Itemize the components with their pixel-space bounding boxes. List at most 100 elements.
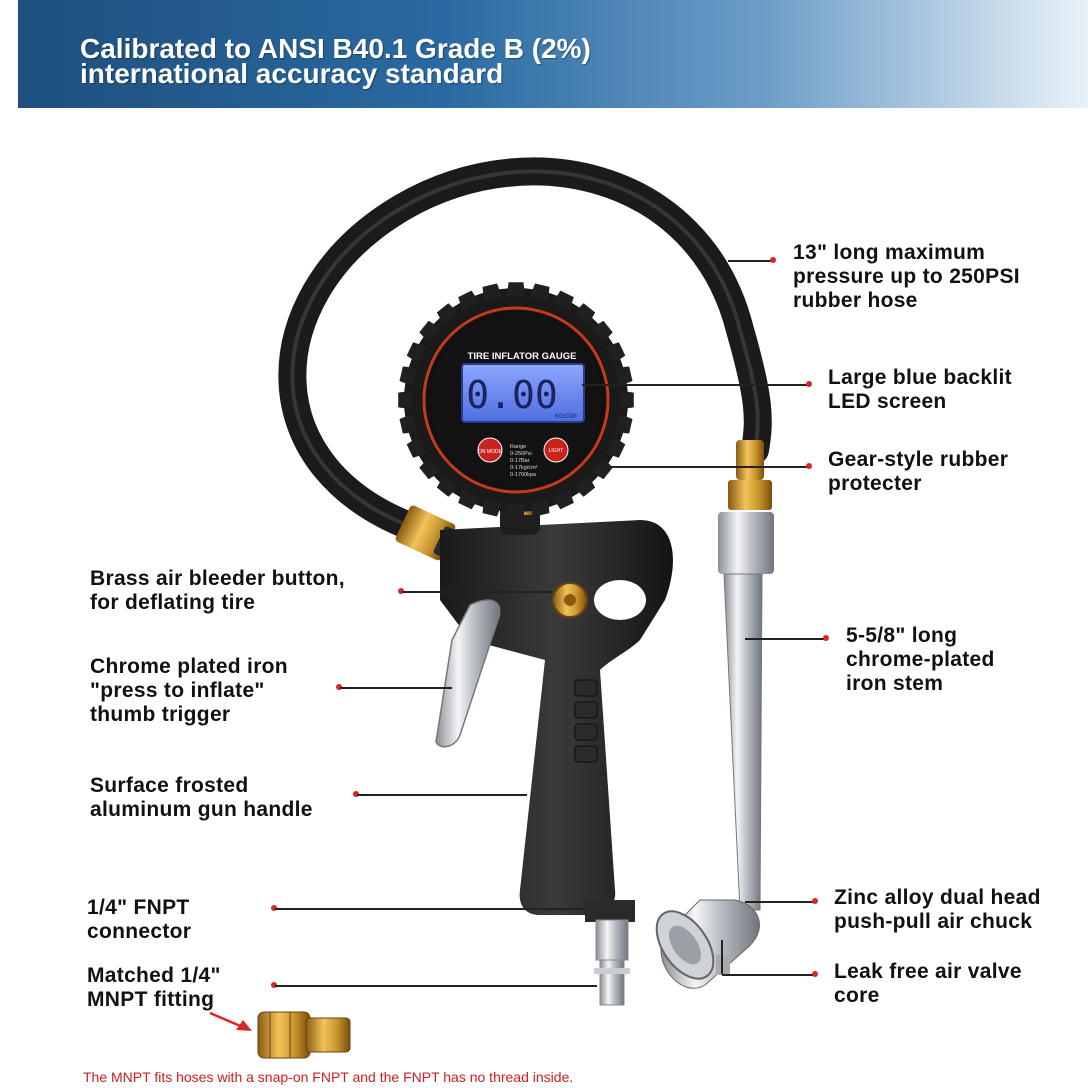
callout-fnpt-line-1: 1/4" FNPT	[87, 896, 190, 919]
gear-tooth	[406, 342, 427, 364]
gear-tooth	[506, 503, 526, 518]
callout-chuck-line-1: Zinc alloy dual head	[834, 886, 1041, 909]
callout-screen-line-1: Large blue backlit	[828, 366, 1012, 389]
gear-tooth	[591, 320, 613, 343]
light-label: LIGHT	[549, 448, 564, 454]
callout-handle-line-2: aluminum gun handle	[90, 798, 313, 821]
gear-tooth	[614, 366, 633, 387]
range-line: 0-250Psi	[510, 451, 532, 457]
leader-screen	[582, 384, 810, 386]
callout-bleeder-line-2: for deflating tire	[90, 591, 256, 614]
dot-handle	[353, 791, 359, 797]
leader-trigger	[340, 687, 452, 689]
gear-tooth	[399, 413, 418, 434]
gear-tooth	[458, 489, 480, 510]
dot-trigger	[336, 684, 342, 690]
gauge-title: TIRE INFLATOR GAUGE	[468, 351, 577, 362]
callout-hose: 13" long maximum pressure up to 250PSI r…	[793, 241, 1020, 313]
callout-valve-line-1: Leak free air valve	[834, 960, 1022, 983]
gear-tooth	[398, 390, 413, 410]
fnpt-connector	[585, 900, 635, 1006]
gear-tooth	[482, 498, 503, 517]
callout-valve: Leak free air valve core	[834, 960, 1022, 1008]
callout-protector-line-2: protecter	[828, 472, 922, 495]
callout-protector-line-1: Gear-style rubber	[828, 448, 1009, 471]
callout-screen: Large blue backlit LED screen	[828, 366, 1012, 414]
gear-tooth	[529, 283, 550, 302]
callout-bleeder-line-1: Brass air bleeder button,	[90, 567, 345, 590]
gear-tooth	[419, 320, 441, 343]
callout-stem-line-3: iron stem	[846, 672, 944, 695]
air-chuck	[655, 899, 760, 989]
stem-assembly	[718, 440, 774, 911]
callout-hose-line-2: pressure up to 250PSI	[793, 265, 1020, 288]
callout-chuck-line-2: push-pull air chuck	[834, 910, 1033, 933]
gear-tooth	[619, 390, 634, 410]
callout-screen-line-2: LED screen	[828, 390, 947, 413]
gear-tooth	[482, 283, 503, 302]
gear-tooth	[436, 475, 459, 497]
dot-bleeder	[398, 588, 404, 594]
on-mode-button	[477, 437, 503, 463]
banner-title-line-2: international accuracy standard	[80, 58, 504, 89]
gear-tooth	[506, 282, 526, 297]
callout-fnpt: 1/4" FNPT connector	[87, 896, 191, 944]
callout-bleeder: Brass air bleeder button, for deflating …	[90, 567, 345, 615]
callout-valve-line-2: core	[834, 984, 880, 1007]
callout-protector: Gear-style rubber protecter	[828, 448, 1008, 496]
gear-tooth	[399, 366, 418, 387]
callout-trigger-line-2: "press to inflate"	[90, 679, 265, 702]
thumb-trigger	[435, 599, 501, 748]
light-button	[543, 437, 569, 463]
gauge-assembly	[398, 282, 634, 518]
range-line: 0-17Bar	[510, 458, 530, 464]
on-mode-label: ON MODE	[478, 449, 503, 455]
callout-mnpt: Matched 1/4" MNPT fitting	[87, 964, 221, 1012]
lcd-reading: 0.00	[466, 373, 558, 417]
range-heading: Range	[510, 444, 526, 450]
lcd-unit: KG/CM²	[555, 414, 577, 420]
leader-protector	[610, 466, 810, 468]
gear-tooth	[419, 457, 441, 480]
callout-hose-line-3: rubber hose	[793, 289, 918, 312]
gun-body	[440, 495, 673, 915]
gear-tooth	[591, 457, 613, 480]
mnpt-fitting	[257, 1011, 351, 1059]
range-line: 0-17kg/cm²	[510, 465, 538, 471]
leader-mnpt	[275, 985, 597, 987]
banner-title-line-1: Calibrated to ANSI B40.1 Grade B (2%)	[80, 33, 591, 64]
callout-trigger-line-3: thumb trigger	[90, 703, 231, 726]
leader-handle	[357, 794, 527, 796]
callout-handle: Surface frosted aluminum gun handle	[90, 774, 313, 822]
gear-tooth	[614, 413, 633, 434]
dot-screen	[806, 381, 812, 387]
callout-mnpt-line-1: Matched 1/4"	[87, 964, 221, 987]
callout-stem: 5-5/8" long chrome-plated iron stem	[846, 624, 995, 696]
leader-stem	[745, 638, 827, 640]
gear-tooth	[605, 436, 626, 458]
gear-tooth	[552, 290, 574, 311]
dot-chuck	[812, 898, 818, 904]
banner-title: Calibrated to ANSI B40.1 Grade B (2%) in…	[80, 33, 840, 89]
footnote: The MNPT fits hoses with a snap-on FNPT …	[83, 1069, 574, 1085]
dot-protector	[806, 463, 812, 469]
dot-valve	[812, 971, 818, 977]
callout-fnpt-line-2: connector	[87, 920, 192, 943]
callout-trigger: Chrome plated iron "press to inflate" th…	[90, 655, 288, 727]
leader-fnpt	[275, 908, 585, 910]
gear-tooth	[605, 342, 626, 364]
callout-trigger-line-1: Chrome plated iron	[90, 655, 288, 678]
leader-valve	[722, 974, 815, 976]
callout-chuck: Zinc alloy dual head push-pull air chuck	[834, 886, 1041, 934]
dot-stem	[823, 635, 829, 641]
gear-tooth	[458, 290, 480, 311]
callout-stem-line-1: 5-5/8" long	[846, 624, 958, 647]
gear-tooth	[573, 475, 596, 497]
dot-fnpt	[271, 905, 277, 911]
gear-tooth	[406, 436, 427, 458]
range-line: 0-1700kpa	[510, 472, 537, 478]
dot-mnpt	[271, 982, 277, 988]
header-banner	[18, 0, 1088, 108]
callout-handle-line-1: Surface frosted	[90, 774, 249, 797]
callout-hose-line-1: 13" long maximum	[793, 241, 986, 264]
